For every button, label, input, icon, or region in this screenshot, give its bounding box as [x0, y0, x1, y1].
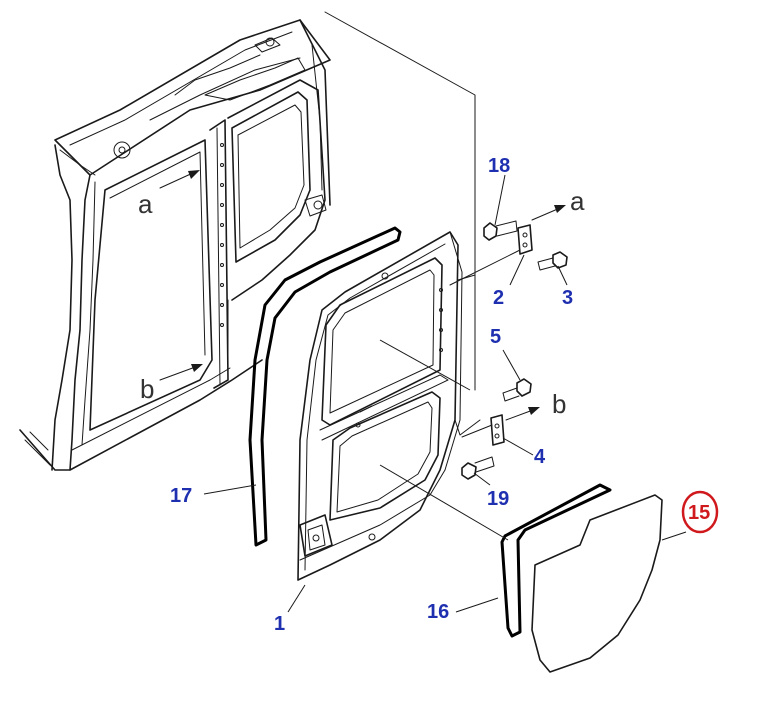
- bolt-18: [483, 220, 518, 241]
- bolt-5: [502, 378, 532, 402]
- cab-frame: [19, 11, 476, 471]
- door-seal-17: [248, 226, 402, 547]
- svg-text:a: a: [138, 189, 153, 219]
- lower-hinge-4: [461, 414, 505, 446]
- callout-4: 4: [534, 446, 546, 468]
- glass-seal-16: [500, 483, 612, 638]
- callout-17: 17: [170, 485, 192, 507]
- view-mark-b-cab: b: [140, 364, 203, 404]
- leader-lines: [203, 174, 687, 613]
- bolt-3: [537, 251, 568, 271]
- bolt-19: [461, 456, 495, 480]
- svg-text:b: b: [552, 389, 566, 419]
- callout-1: 1: [274, 613, 285, 635]
- door-1: [297, 231, 481, 581]
- callout-numbers: 18 2 3 5 4 19 17 1 16: [170, 155, 573, 635]
- callout-19: 19: [487, 488, 509, 510]
- callout-16: 16: [427, 601, 449, 623]
- view-mark-b-hinge: b: [505, 389, 566, 421]
- callout-15-highlight: 15: [681, 490, 719, 534]
- view-mark-a-hinge: a: [531, 186, 585, 221]
- svg-text:b: b: [140, 374, 154, 404]
- upper-hinge-2: [449, 224, 533, 286]
- callout-3: 3: [562, 287, 573, 309]
- view-mark-a-cab: a: [138, 170, 200, 219]
- pillar-holes: [220, 143, 224, 327]
- callout-18: 18: [488, 155, 510, 177]
- callout-15: 15: [688, 502, 710, 524]
- lower-glass-15: [531, 494, 663, 673]
- svg-text:a: a: [570, 186, 585, 216]
- callout-2: 2: [493, 287, 504, 309]
- callout-5: 5: [490, 326, 501, 348]
